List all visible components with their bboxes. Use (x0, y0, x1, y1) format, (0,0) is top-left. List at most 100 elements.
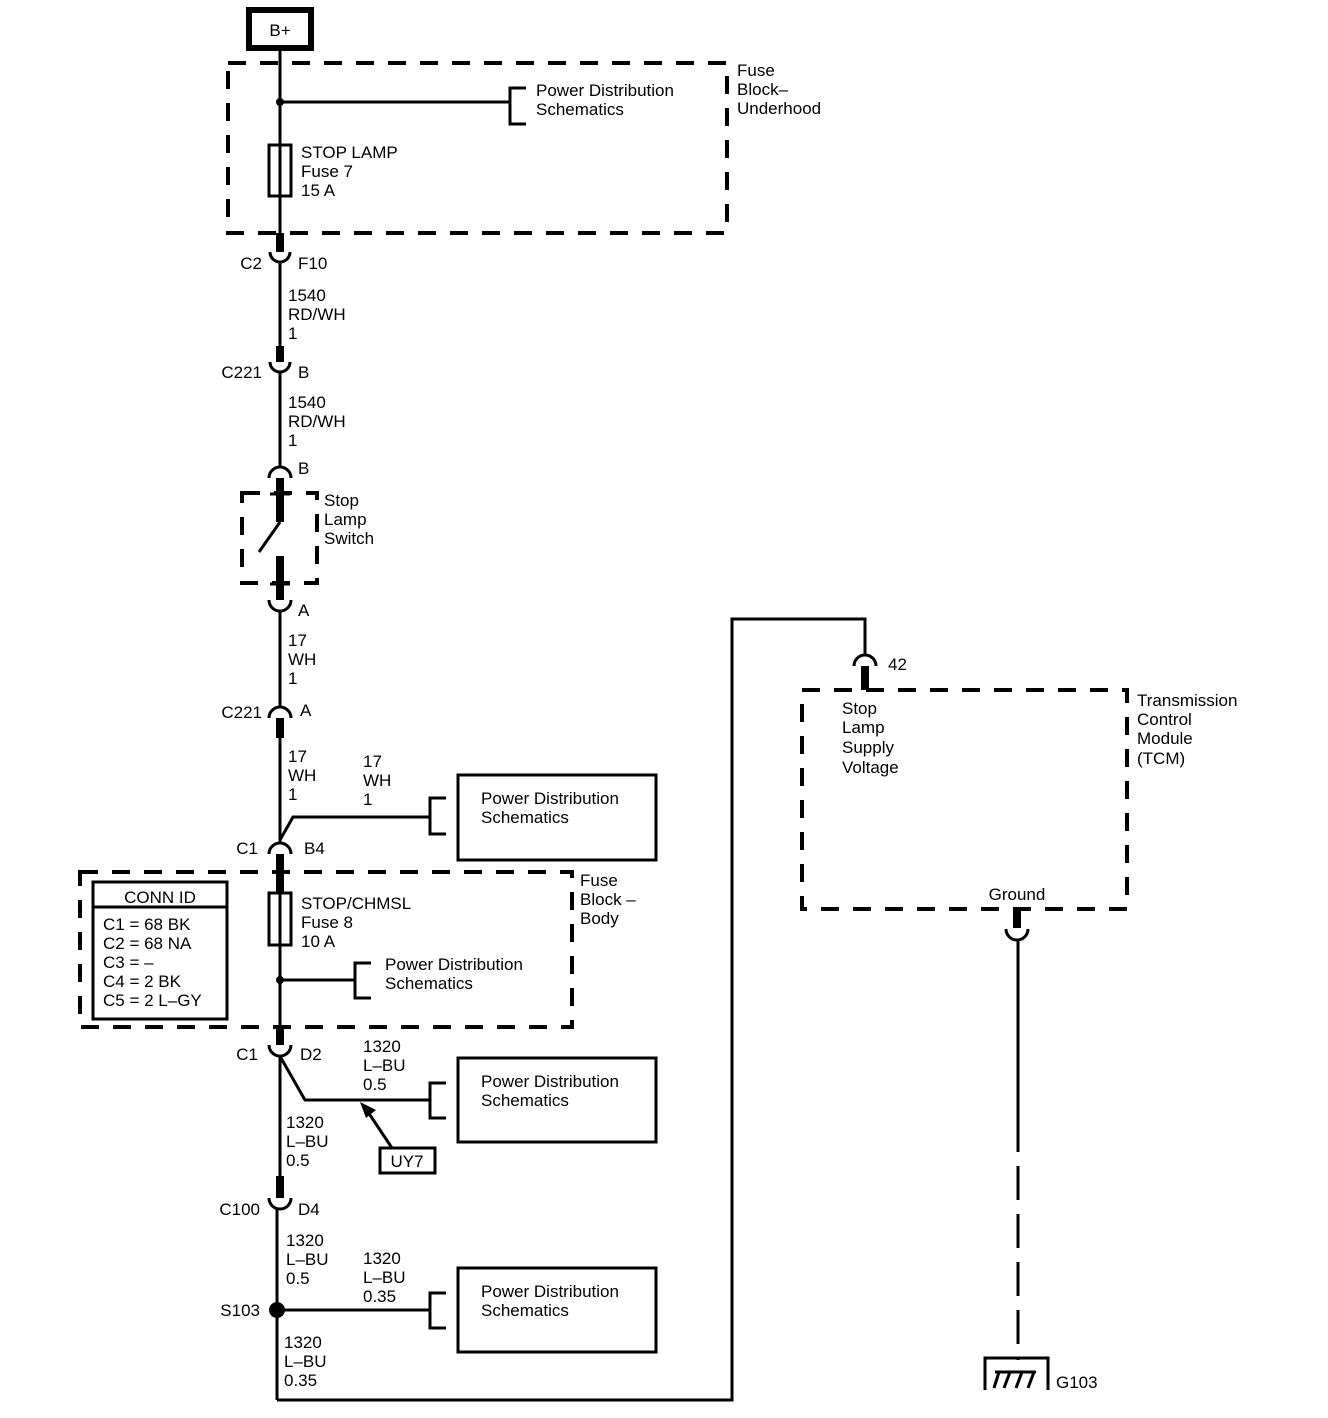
fuse-label: 15 A (301, 181, 336, 200)
circuit-number: 1320 (286, 1231, 324, 1250)
arrow-icon (366, 1111, 394, 1149)
wire-size: 1 (288, 324, 297, 343)
tcm-input-label: Lamp (842, 718, 885, 737)
power-dist-link[interactable]: Power Distribution (385, 955, 523, 974)
connector-label: C221 (221, 703, 262, 722)
connector-icon (852, 653, 878, 667)
power-dist-link[interactable]: Power Distribution (481, 1282, 619, 1301)
component-label: Fuse (580, 871, 618, 890)
tcm-input-label: Voltage (842, 758, 899, 777)
connector-icon (267, 1197, 293, 1211)
splice-label: S103 (220, 1301, 260, 1320)
component-label: Block– (737, 80, 789, 99)
wire (278, 815, 430, 841)
component-label: Switch (324, 529, 374, 548)
conn-id-row: C1 = 68 BK (103, 915, 191, 934)
power-dist-link[interactable]: Schematics (481, 808, 569, 827)
fuse-label: Fuse 7 (301, 162, 353, 181)
wire-color: WH (288, 650, 316, 669)
bracket-icon (508, 86, 526, 126)
circuit-number: 17 (363, 752, 382, 771)
power-dist-box[interactable] (456, 1266, 658, 1354)
circuit-number: 1320 (363, 1249, 401, 1268)
power-dist-link[interactable]: Schematics (481, 1301, 569, 1320)
bracket-icon (428, 1081, 446, 1120)
wire-size: 0.5 (363, 1075, 387, 1094)
component-label: Module (1137, 729, 1193, 748)
connector-icon (268, 251, 292, 264)
pin-label: B (298, 363, 309, 382)
fuse-label: 10 A (301, 932, 336, 951)
component-label: Block – (580, 890, 636, 909)
component-label: Underhood (737, 99, 821, 118)
connector-icon (268, 361, 292, 374)
component-label: Lamp (324, 510, 367, 529)
wire-color: L–BU (286, 1250, 329, 1269)
pin-label: D4 (298, 1200, 320, 1219)
conn-id-table: CONN ID C1 = 68 BK C2 = 68 NA C3 = – C4 … (91, 880, 229, 1021)
option-tag: UY7 (390, 1152, 423, 1171)
power-dist-link[interactable]: Schematics (481, 1091, 569, 1110)
connector-icon (267, 465, 293, 479)
connector-label: C1 (236, 839, 258, 858)
wire-color: L–BU (363, 1056, 406, 1075)
fuse-block-underhood-outline (226, 61, 729, 235)
wire-color: L–BU (284, 1352, 327, 1371)
power-dist-link[interactable]: Schematics (536, 100, 624, 119)
ground-pin-label: Ground (989, 885, 1046, 904)
wire-size: 1 (288, 431, 297, 450)
pin-label: 42 (888, 655, 907, 674)
fuse-label: Fuse 8 (301, 913, 353, 932)
pin-label: B (298, 459, 309, 478)
conn-id-row: C5 = 2 L–GY (103, 991, 202, 1010)
connector-icon (267, 841, 293, 855)
fuse-label: STOP/CHMSL (301, 894, 411, 913)
wire (279, 1057, 430, 1102)
circuit-number: 17 (288, 631, 307, 650)
pin-label: B4 (304, 839, 325, 858)
power-dist-link[interactable]: Power Distribution (536, 81, 674, 100)
pin-label: A (300, 701, 312, 720)
pin-label: F10 (298, 254, 327, 273)
wire-color: L–BU (363, 1268, 406, 1287)
wire-color: WH (363, 771, 391, 790)
connector-icon (267, 1044, 293, 1058)
wire-color: RD/WH (288, 412, 346, 431)
wire-color: WH (288, 766, 316, 785)
tcm-input-label: Supply (842, 738, 894, 757)
bracket-icon (428, 1291, 446, 1330)
power-dist-link[interactable]: Schematics (385, 974, 473, 993)
connector-label: C100 (219, 1200, 260, 1219)
power-dist-link[interactable]: Power Distribution (481, 1072, 619, 1091)
battery-label: B+ (269, 21, 290, 40)
battery-source: B+ (246, 7, 314, 51)
power-dist-box[interactable] (456, 773, 658, 862)
pin-label: D2 (300, 1045, 322, 1064)
fuse-label: STOP LAMP (301, 143, 398, 162)
circuit-number: 1540 (288, 393, 326, 412)
conn-id-row: C2 = 68 NA (103, 934, 192, 953)
component-label: Control (1137, 710, 1192, 729)
circuit-number: 1320 (286, 1113, 324, 1132)
wire-size: 0.35 (363, 1287, 396, 1306)
tcm-input-label: Stop (842, 699, 877, 718)
power-dist-link[interactable]: Power Distribution (481, 789, 619, 808)
fuse-block-body-outline (78, 870, 574, 1029)
component-label: Fuse (737, 61, 775, 80)
wire-size: 0.35 (284, 1371, 317, 1390)
component-label: Transmission (1137, 691, 1237, 710)
bracket-icon (428, 796, 446, 836)
circuit-number: 1320 (363, 1037, 401, 1056)
circuit-number: 17 (288, 747, 307, 766)
wire-size: 1 (288, 669, 297, 688)
tcm-outline (800, 688, 1129, 911)
wire-size: 0.5 (286, 1269, 310, 1288)
connector-label: C2 (240, 254, 262, 273)
power-dist-box[interactable] (456, 1056, 658, 1144)
component-label: (TCM) (1137, 749, 1185, 768)
conn-id-row: C3 = – (103, 953, 154, 972)
component-label: Body (580, 909, 619, 928)
circuit-number: 1540 (288, 286, 326, 305)
ground-icon (983, 1356, 1050, 1390)
